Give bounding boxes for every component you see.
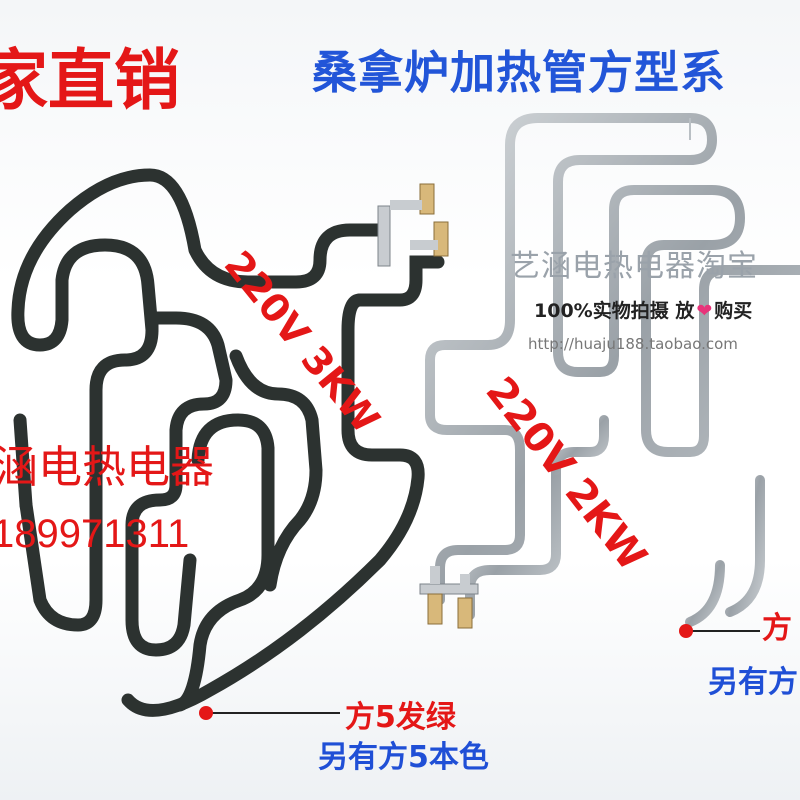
steel-heater-2kw: [419, 113, 800, 629]
photo-note-before: 100%实物拍摄 放: [534, 300, 695, 322]
callout-leaders: [199, 624, 760, 720]
header-right-text: 桑拿炉加热管方型系: [312, 46, 727, 99]
watermark-title: 艺涵电热电器淘宝: [510, 249, 758, 284]
heart-icon: ❤: [696, 300, 713, 322]
phone-number: 189971311: [0, 512, 190, 556]
callout-right-blue: 另有方: [708, 665, 798, 700]
dark-heater-3kw: [11, 168, 449, 717]
right-callout-dot: [679, 624, 693, 638]
callout-left-red: 方5发绿: [345, 700, 456, 735]
left-callout-dot: [199, 706, 213, 720]
callout-right-red: 方: [762, 611, 792, 646]
company-name: 涵电热电器: [0, 442, 214, 493]
photo-note-after: 购买: [714, 300, 753, 322]
header-left-text: 家直销: [0, 42, 180, 119]
callout-left-blue: 另有方5本色: [318, 740, 489, 775]
shop-url: http://huaju188.taobao.com: [528, 335, 738, 353]
photo-note: 100%实物拍摄 放❤购买: [534, 302, 752, 321]
